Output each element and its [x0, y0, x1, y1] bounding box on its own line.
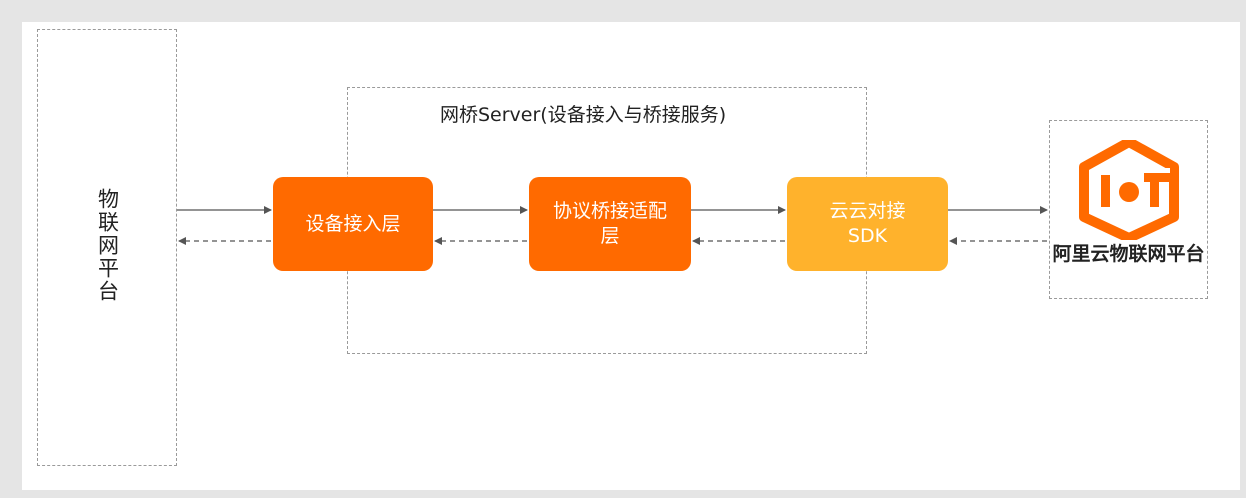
- module-cloud-sdk: 云云对接SDK: [787, 177, 948, 271]
- module-protocol-bridge: 协议桥接适配层: [529, 177, 691, 271]
- module-cloud-sdk-label: 云云对接SDK: [829, 200, 906, 247]
- left-platform-label: 物联网平台: [95, 187, 120, 303]
- right-platform-label: 阿里云物联网平台: [1052, 243, 1205, 265]
- module-protocol-bridge-label: 协议桥接适配层: [552, 200, 667, 247]
- right-platform-box: [1049, 120, 1208, 299]
- server-title: 网桥Server(设备接入与桥接服务): [440, 104, 727, 126]
- iot-logo-icon: [1079, 140, 1179, 240]
- module-device-access: 设备接入层: [273, 177, 433, 271]
- left-platform-box: 物联网平台: [37, 29, 177, 466]
